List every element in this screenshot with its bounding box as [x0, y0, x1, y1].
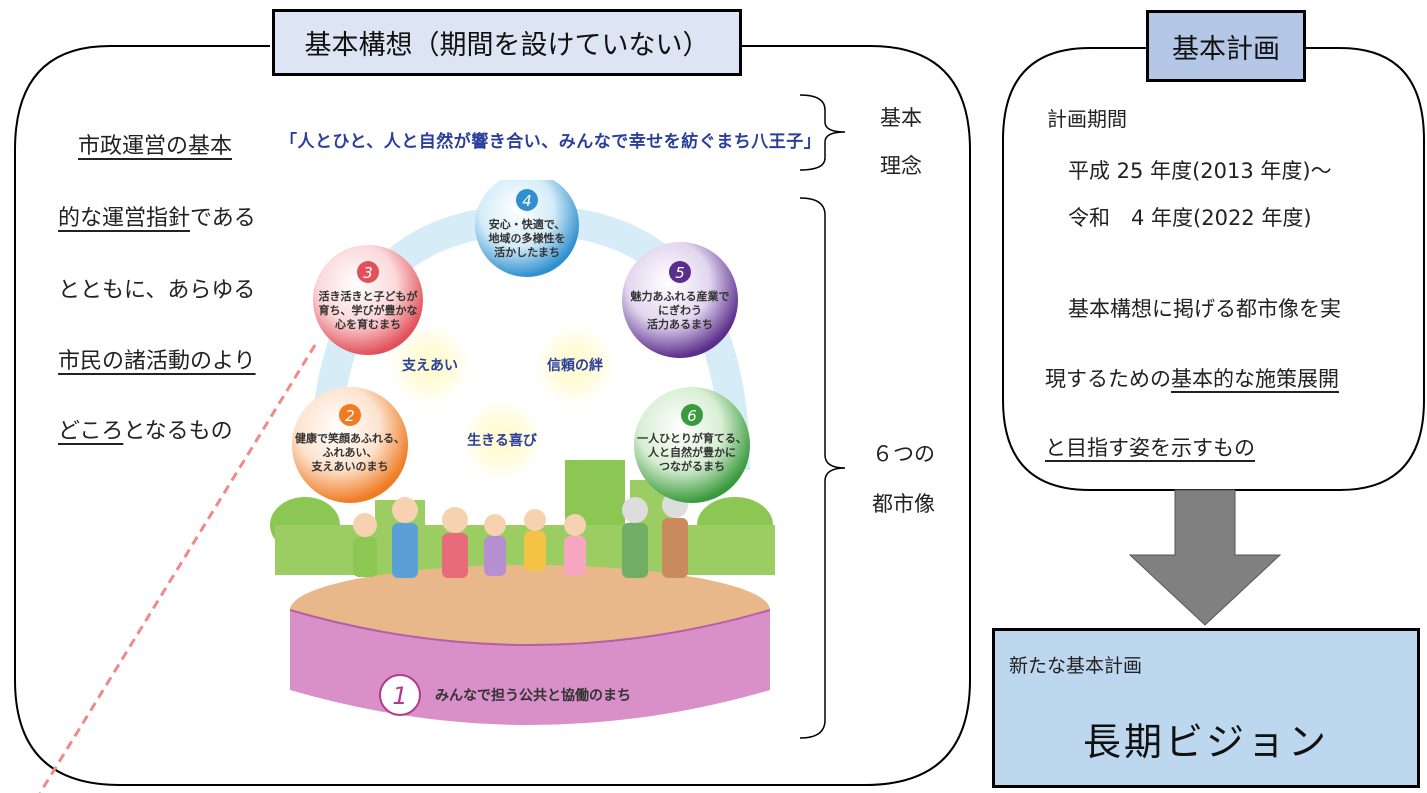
- desc-line-5: どころとなるもの: [58, 413, 233, 445]
- vision-5-num: 5: [675, 264, 685, 282]
- vision-1-text: みんなで担う公共と協働のまち: [435, 687, 631, 704]
- vision-3-text-1: 活き活きと子どもが: [319, 289, 418, 303]
- new-plan-title: 長期ビジョン: [1082, 720, 1329, 764]
- period-label: 計画期間: [1047, 107, 1127, 131]
- vision-3-num: 3: [363, 264, 373, 282]
- vision-5-circle: [622, 242, 738, 358]
- vision-2-text-2: ふれあい、: [323, 446, 378, 459]
- vision-6-text-3: つながるまち: [659, 459, 725, 473]
- center-word-3: 生きる喜び: [467, 432, 538, 449]
- vision-3-text-2: 育ち、学びが豊かな: [319, 303, 418, 317]
- plan-desc-line-3: と目指す姿を示すもの: [1045, 436, 1255, 460]
- basic-philosophy-motto: 「人とひと、人と自然が響き合い、みんなで幸せを紡ぐまち八王子」: [280, 132, 822, 152]
- down-arrow-icon: [1128, 489, 1282, 626]
- glow-1: [390, 325, 470, 405]
- left-panel-title-text: 基本構想（期間を設けていない）: [304, 30, 710, 61]
- vision-5-text-2: にぎわう: [658, 303, 702, 317]
- period-to: 令和 4 年度(2022 年度): [1068, 206, 1312, 230]
- label-philosophy-2: 理念: [880, 154, 922, 178]
- vision-4-circle: [475, 180, 579, 277]
- desc-line-2-rest: である: [190, 206, 256, 231]
- people-group: [353, 492, 688, 578]
- label-city-1: ６つの: [872, 442, 935, 466]
- vision-6-num: 6: [687, 407, 697, 425]
- vision-4-num: 4: [522, 192, 532, 210]
- period-from: 平成 25 年度(2013 年度)～: [1068, 159, 1332, 183]
- right-panel-title-text: 基本計画: [1172, 33, 1280, 65]
- plan-desc-line-2-plain: 現するための: [1045, 367, 1171, 391]
- label-city-2: 都市像: [872, 492, 935, 516]
- new-plan-label: 新たな基本計画: [1009, 655, 1143, 677]
- brace-city-images: [799, 197, 846, 739]
- vision-3-circle: [313, 245, 423, 355]
- vision-2-text-3: 支えあいのまち: [311, 459, 389, 473]
- vision-2-circle: [292, 387, 408, 503]
- left-panel-frame: [14, 45, 971, 786]
- vision-1-num: 1: [392, 682, 407, 710]
- city-vision-illustration: 1 みんなで担う公共と協働のまち 4 安心・快適で、 地域の多様性を 活かしたま…: [270, 180, 775, 725]
- vision-5-text-1: 魅力あふれる産業で: [631, 289, 730, 303]
- desc-line-2-underlined: 的な運営指針: [58, 206, 191, 231]
- center-word-1: 支えあい: [401, 357, 458, 374]
- glow-2: [535, 325, 615, 405]
- vision-4-text-1: 安心・快適で、: [489, 217, 566, 231]
- stage-top: [290, 565, 770, 655]
- desc-line-5-underlined: どころ: [58, 419, 124, 444]
- label-philosophy-1: 基本: [880, 106, 922, 130]
- vision-6-text-2: 人と自然が豊かに: [648, 445, 736, 459]
- dashed-connector-line: [38, 344, 317, 793]
- new-plan-box: 新たな基本計画 長期ビジョン: [992, 628, 1420, 788]
- desc-line-4: 市民の諸活動のより: [58, 349, 256, 374]
- vision-2-text-1: 健康で笑顔あふれる、: [295, 431, 405, 445]
- vision-4-text-2: 地域の多様性を: [489, 231, 566, 245]
- vision-2-num: 2: [345, 407, 355, 425]
- plan-desc-line-2-underlined: 基本的な施策展開: [1171, 367, 1339, 391]
- left-panel-title: 基本構想（期間を設けていない）: [272, 9, 742, 76]
- vision-6-text-1: 一人ひとりが育てる、: [637, 431, 747, 445]
- vision-6-circle: [634, 387, 750, 503]
- desc-line-3: とともに、あらゆる: [58, 278, 256, 303]
- center-word-2: 信頼の絆: [547, 357, 603, 374]
- right-panel-title: 基本計画: [1146, 10, 1306, 82]
- plan-desc-line-1: 基本構想に掲げる都市像を実: [1068, 297, 1341, 321]
- vision-5-text-3: 活力あるまち: [647, 317, 713, 331]
- vision-3-text-3: 心を育むまち: [335, 317, 401, 331]
- vision-1-circle: [379, 674, 421, 716]
- desc-line-2: 的な運営指針である: [58, 200, 256, 232]
- brace-philosophy: [799, 94, 846, 171]
- vision-4-text-3: 活かしたまち: [494, 245, 560, 259]
- desc-line-5-rest: となるもの: [123, 419, 233, 444]
- plan-desc-line-2: 現するための基本的な施策展開: [1045, 363, 1339, 393]
- glow-3: [462, 400, 542, 480]
- desc-line-1: 市政運営の基本: [78, 134, 233, 159]
